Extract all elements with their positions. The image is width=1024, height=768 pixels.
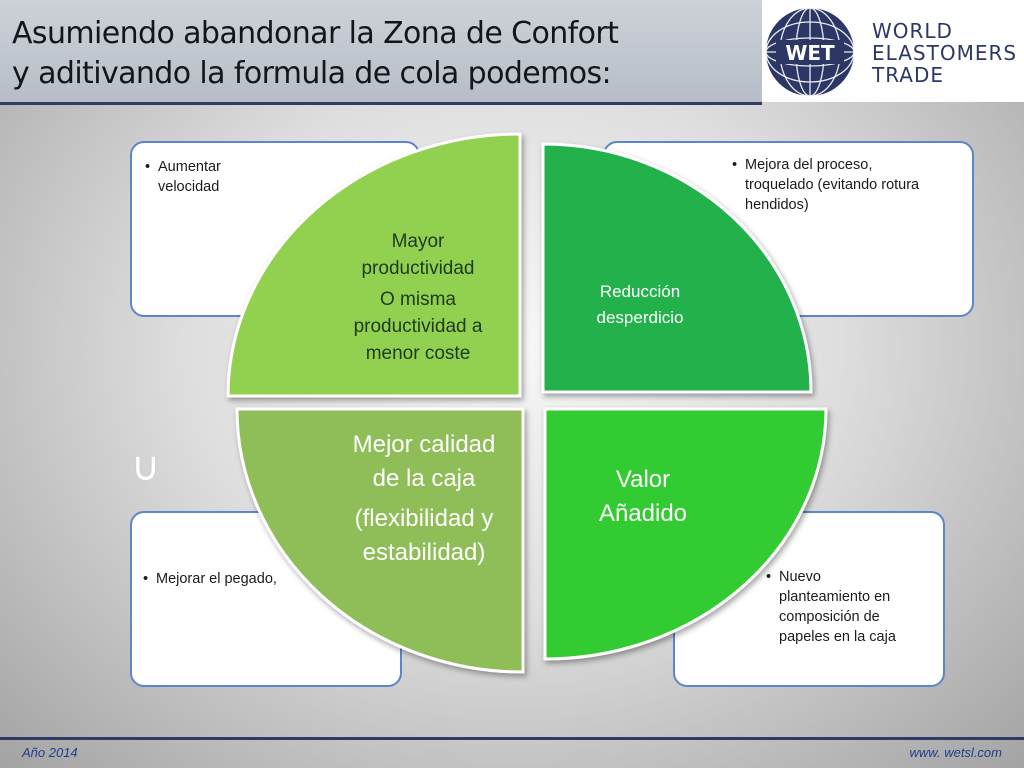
quadrant-bottom-right: [543, 407, 828, 661]
logo-wordmark: WORLD ELASTOMERS TRADE: [872, 20, 1017, 86]
bullet-bottom-left: • Mejorar el pegado,: [143, 571, 277, 587]
quadrant-bottom-right-text: Valor Añadido: [598, 466, 688, 527]
footer-website-link[interactable]: www. wetsl.com: [909, 745, 1002, 760]
bullet-bottom-right: • Nuevo planteamiento en composición de …: [766, 569, 896, 645]
logo-line-1: WORLD: [872, 19, 953, 43]
quadrant-bottom-left: [235, 407, 525, 674]
quadrant-top-left-text: Mayor productividad O misma productivida…: [353, 231, 483, 364]
footer-year: Año 2014: [22, 745, 78, 760]
header-bar: Asumiendo abandonar la Zona de Confort y…: [0, 0, 762, 105]
footer-divider: [0, 737, 1024, 740]
curved-arrow-icon: ∪: [131, 444, 161, 490]
globe-logo-icon: WET: [765, 7, 855, 97]
company-logo: WET WORLD ELASTOMERS TRADE: [762, 0, 1024, 102]
slide-title-line1: Asumiendo abandonar la Zona de Confort: [12, 16, 619, 51]
quadrant-bottom-left-text: Mejor calidad de la caja (flexibilidad y…: [352, 431, 496, 566]
quadrant-top-right: [541, 142, 813, 394]
logo-line-2: ELASTOMERS: [872, 41, 1018, 65]
bullet-top-right: • Mejora del proceso, troquelado (evitan…: [732, 157, 920, 213]
bullet-top-left: • Aumentar velocidad: [145, 159, 221, 195]
slide-title: Asumiendo abandonar la Zona de Confort y…: [12, 14, 619, 94]
quadrant-top-right-text: Reducción desperdicio: [596, 282, 684, 327]
slide-title-line2: y aditivando la formula de cola podemos:: [12, 56, 612, 91]
logo-line-3: TRADE: [872, 63, 945, 87]
quadrant-top-left: [226, 132, 522, 398]
logo-mark-text: WET: [785, 41, 835, 65]
